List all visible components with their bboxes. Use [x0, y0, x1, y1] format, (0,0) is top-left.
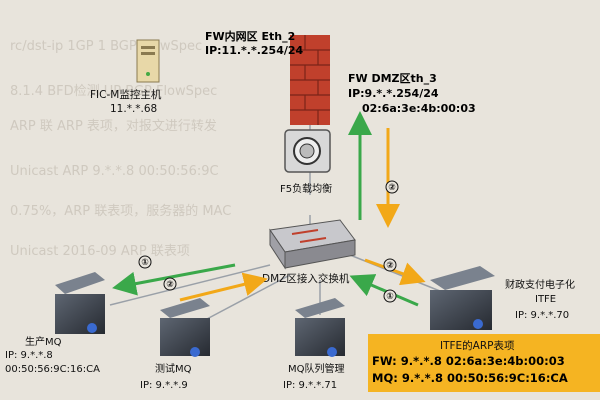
- itfe-ip: IP: 9.*.*.70: [515, 310, 569, 321]
- arp-table-row-mq: MQ: 9.*.*.8 00:50:56:9C:16:CA: [372, 371, 568, 385]
- fw-dmz-title: FW DMZ区th_3: [348, 72, 437, 85]
- test-mq-ip: IP: 9.*.*.9: [140, 380, 188, 391]
- arp-table: ITFE的ARP表项 FW: 9.*.*.8 02:6a:3e:4b:00:03…: [368, 334, 600, 392]
- marker-2: ②: [386, 261, 394, 271]
- f5-name: F5负载均衡: [280, 182, 332, 195]
- arp-table-row-fw: FW: 9.*.*.8 02:6a:3e:4b:00:03: [372, 354, 565, 368]
- firewall: [290, 35, 330, 125]
- svg-text:rc/dst-ip 1GP 1 BGP FlowSpec: rc/dst-ip 1GP 1 BGP FlowSpec: [10, 39, 202, 54]
- svg-text:Unicast ARP 9.*.*.8 00:50:56:9: Unicast ARP 9.*.*.8 00:50:56:9C: [10, 164, 219, 179]
- switch-name: DMZ区接入交换机: [262, 272, 350, 285]
- background-text: rc/dst-ip 1GP 1 BGP FlowSpec 8.1.4 BFD检测…: [10, 39, 231, 259]
- prod-mq-ip: IP: 9.*.*.8: [5, 350, 53, 361]
- step-markers: ① ② ② ② ①: [138, 180, 399, 303]
- svg-text:Unicast 2016-09 ARP 联表项: Unicast 2016-09 ARP 联表项: [10, 244, 190, 259]
- test-mq-server-icon: [160, 298, 210, 357]
- fw-inner-title: FW内网区 Eth_2: [205, 29, 295, 43]
- monitor-name: FIC-M监控主机: [90, 88, 162, 101]
- queue-manager-ip: IP: 9.*.*.71: [283, 380, 337, 391]
- svg-text:8.1.4 BFD检测 UP BGP FlowSpec: 8.1.4 BFD检测 UP BGP FlowSpec: [10, 84, 217, 99]
- marker-2: ②: [166, 280, 174, 290]
- fw-dmz-ip: IP:9.*.*.254/24: [348, 87, 439, 100]
- queue-manager-server-icon: [295, 298, 345, 357]
- itfe-server-icon: [430, 266, 495, 330]
- itfe-name-line1: 财政支付电子化: [505, 278, 575, 291]
- links: [109, 125, 451, 321]
- arp-table-title: ITFE的ARP表项: [440, 339, 515, 352]
- marker-1: ①: [386, 292, 394, 302]
- monitor-host-icon: [136, 39, 160, 83]
- queue-manager-name: MQ队列管理: [288, 362, 345, 375]
- prod-mq-server-icon: [55, 272, 105, 334]
- svg-text:ARP 联 ARP 表项，对报文进行转发: ARP 联 ARP 表项，对报文进行转发: [10, 118, 217, 134]
- fw-inner-ip: IP:11.*.*.254/24: [205, 44, 304, 57]
- prod-mq-mac: 00:50:56:9C:16:CA: [5, 364, 100, 375]
- marker-1: ①: [141, 258, 149, 268]
- prod-mq-name: 生产MQ: [25, 335, 62, 348]
- svg-text:0.75%，ARP 联表项，服务器的 MAC: 0.75%，ARP 联表项，服务器的 MAC: [10, 203, 231, 219]
- marker-2: ②: [388, 183, 396, 193]
- fw-dmz-mac: 02:6a:3e:4b:00:03: [362, 102, 476, 115]
- itfe-name-line2: ITFE: [535, 294, 556, 305]
- monitor-ip: 11.*.*.68: [110, 103, 157, 115]
- dmz-switch-icon: [269, 219, 356, 270]
- f5-load-balancer-icon: [284, 129, 331, 173]
- test-mq-name: 测试MQ: [155, 362, 192, 375]
